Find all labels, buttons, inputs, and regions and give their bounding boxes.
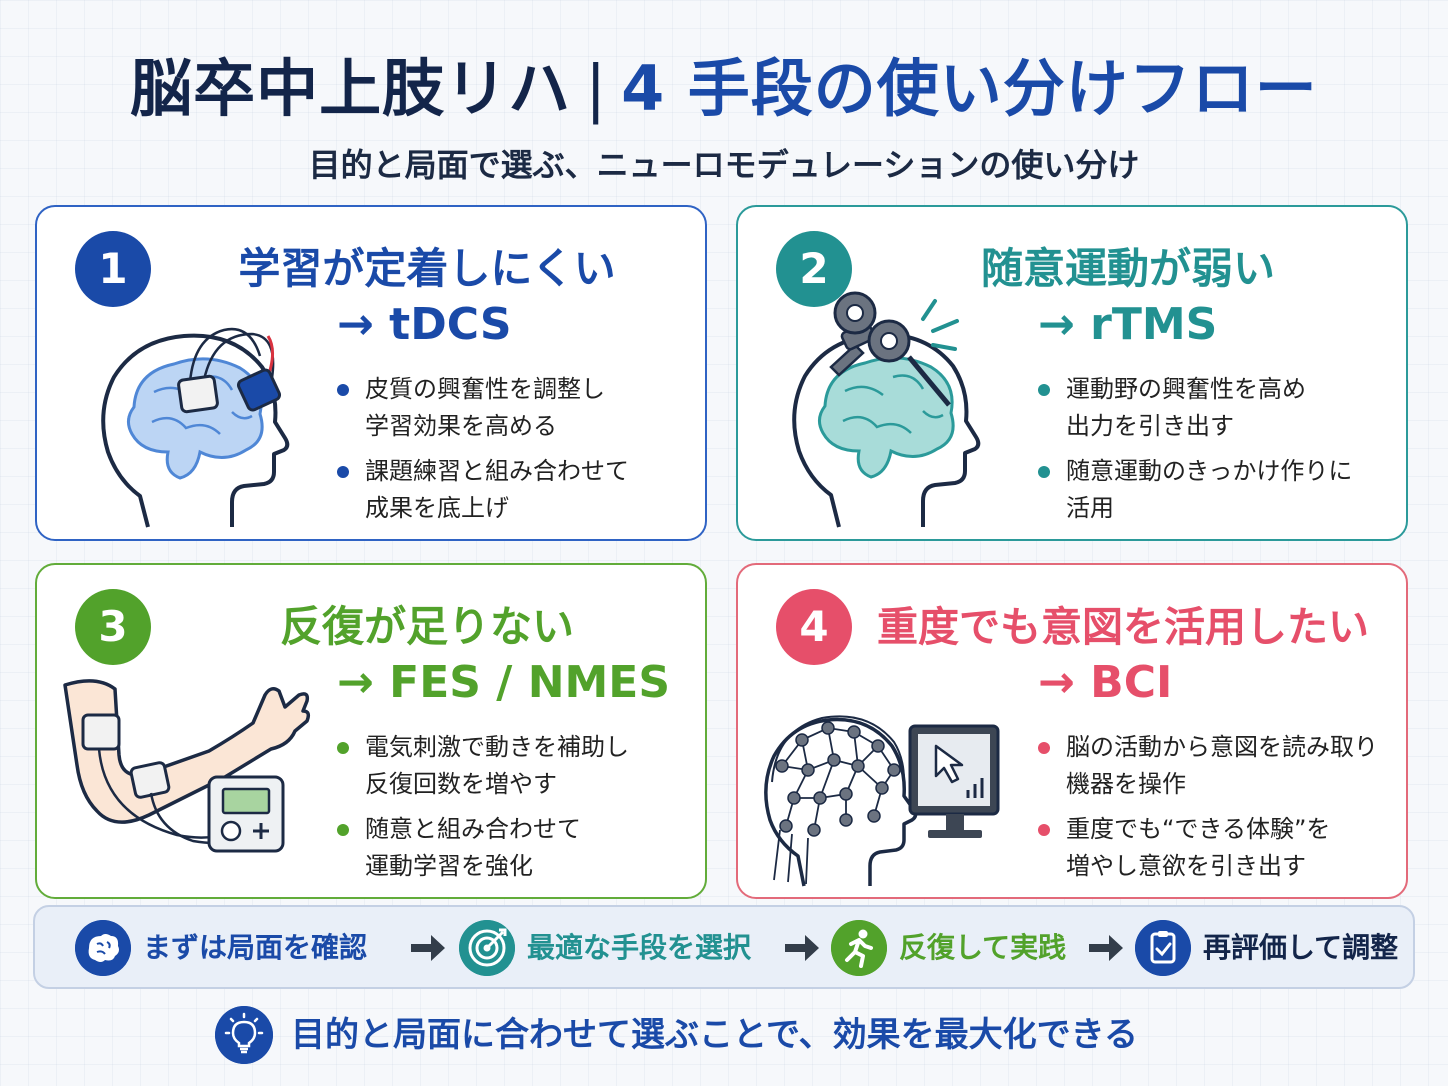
bullet-item: 随意と組み合わせて 運動学習を強化 — [337, 811, 697, 885]
card-bullets: 脳の活動から意図を読み取り 機器を操作 重度でも“できる体験”を 増やし意欲を引… — [1038, 729, 1398, 893]
title-part2: 4 手段の使い分けフロー — [621, 52, 1318, 125]
arrow-right-icon — [411, 935, 445, 961]
head-with-tdcs-electrodes-icon — [101, 327, 290, 528]
flow-step-label: 再評価して調整 — [1203, 931, 1399, 964]
process-flow: まずは局面を確認 最適な手段を選択 反復して実践 再評価して調整 — [33, 905, 1415, 989]
bottom-message-text: 目的と局面に合わせて選ぶことで、効果を最大化できる — [291, 1015, 1138, 1055]
card-method: → rTMS — [1038, 299, 1218, 350]
card-method: → FES / NMES — [337, 657, 671, 708]
eeg-cap-and-monitor-icon — [764, 715, 1000, 887]
card-number: 2 — [776, 231, 852, 307]
page-title: 脳卒中上肢リハ|4 手段の使い分けフロー — [0, 38, 1448, 128]
card-heading: 随意運動が弱い — [980, 244, 1275, 293]
page-subtitle: 目的と局面で選ぶ、ニューロモデュレーションの使い分け — [308, 146, 1140, 184]
lightbulb-icon — [215, 1006, 273, 1064]
running-person-icon — [831, 920, 887, 976]
card-heading: 重度でも意図を活用したい — [877, 603, 1369, 651]
bullet-item: 皮質の興奮性を調整し 学習効果を高める — [337, 371, 697, 445]
bullet-item: 電気刺激で動きを補助し 反復回数を増やす — [337, 729, 697, 803]
brain-icon — [75, 920, 131, 976]
title-part1: 脳卒中上肢リハ — [130, 52, 572, 125]
card-number: 1 — [75, 231, 151, 307]
arm-with-stimulator-icon — [63, 679, 311, 853]
card-heading: 反復が足りない — [279, 602, 574, 651]
card-number: 4 — [776, 589, 852, 665]
card-number: 3 — [75, 589, 151, 665]
flow-step-label: 最適な手段を選択 — [527, 931, 752, 964]
flow-step-label: 反復して実践 — [899, 931, 1067, 964]
card-method: → tDCS — [337, 299, 512, 350]
head-with-tms-coil-icon — [792, 291, 981, 528]
arrow-right-icon — [1089, 935, 1123, 961]
clipboard-check-icon — [1135, 920, 1191, 976]
title-separator: | — [585, 52, 608, 125]
target-icon — [459, 920, 515, 976]
card-method: → BCI — [1038, 657, 1173, 708]
arrow-right-icon — [785, 935, 819, 961]
card-heading: 学習が定着しにくい — [238, 244, 616, 293]
flow-step-label: まずは局面を確認 — [143, 931, 368, 964]
card-tdcs: 1 学習が定着しにくい → tDCS 皮質の興奮性を調整し 学習効果を高める 課… — [35, 205, 707, 541]
bullet-item: 運動野の興奮性を高め 出力を引き出す — [1038, 371, 1398, 445]
card-rtms: 2 随意運動が弱い → rTMS 運動野の興奮性を高め 出力を引き出す 随意運動… — [736, 205, 1408, 541]
bullet-item: 随意運動のきっかけ作りに 活用 — [1038, 453, 1398, 527]
bullet-item: 重度でも“できる体験”を 増やし意欲を引き出す — [1038, 811, 1398, 885]
card-bullets: 運動野の興奮性を高め 出力を引き出す 随意運動のきっかけ作りに 活用 — [1038, 371, 1398, 535]
card-bullets: 皮質の興奮性を調整し 学習効果を高める 課題練習と組み合わせて 成果を底上げ — [337, 371, 697, 535]
card-bci: 4 重度でも意図を活用したい → BCI 脳の活動から意図を読み取り 機器を操作… — [736, 563, 1408, 899]
card-fes-nmes: 3 反復が足りない → FES / NMES 電気刺激で動きを補助し 反復回数を… — [35, 563, 707, 899]
card-bullets: 電気刺激で動きを補助し 反復回数を増やす 随意と組み合わせて 運動学習を強化 — [337, 729, 697, 893]
bullet-item: 課題練習と組み合わせて 成果を底上げ — [337, 453, 697, 527]
bullet-item: 脳の活動から意図を読み取り 機器を操作 — [1038, 729, 1398, 803]
